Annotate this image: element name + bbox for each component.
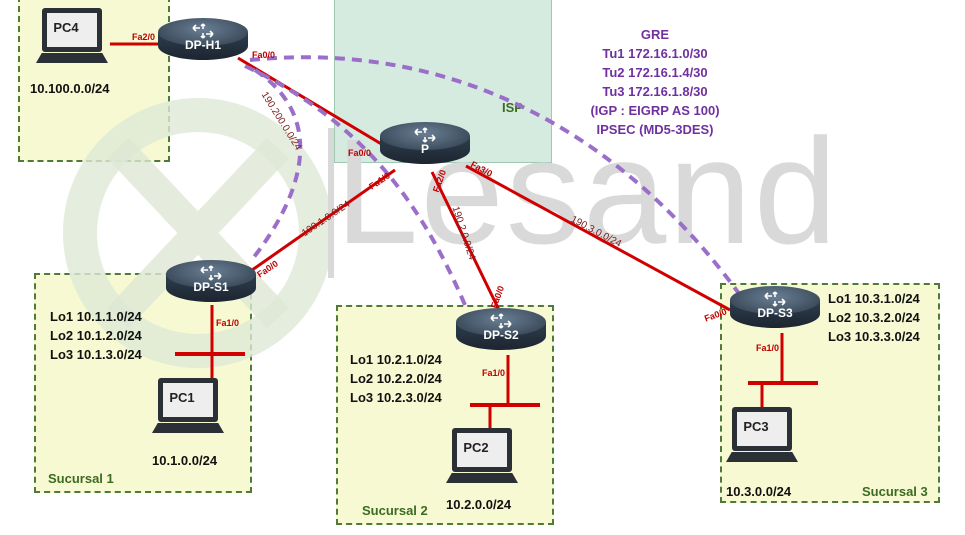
branch-label-1: Sucursal 1: [48, 471, 114, 486]
pc-screen-inner: [737, 412, 787, 446]
pc-screen: [42, 8, 102, 52]
router-top: [380, 122, 470, 150]
branch-zone-3: [720, 283, 940, 503]
tunnel-h1-s1: [248, 68, 303, 264]
pc-screen-inner: [457, 433, 507, 467]
router-arrows-icon: [414, 127, 436, 143]
branch-label-3: Sucursal 3: [862, 484, 928, 499]
network-pc3: 10.3.0.0/24: [726, 484, 792, 499]
network-pc4: 10.100.0.0/24: [30, 81, 110, 96]
router-name: DP-S3: [757, 306, 793, 320]
pc-label: PC1: [169, 390, 195, 405]
link-s3-p: [465, 164, 731, 312]
router-arrows-icon: [490, 313, 512, 329]
router-dp-h1[interactable]: DP-H1: [158, 18, 248, 74]
loopback-item: Lo3 10.3.3.0/24: [828, 329, 920, 344]
router-name: P: [420, 142, 429, 156]
pc-base: [446, 473, 518, 483]
pc2-laptop-icon[interactable]: PC2: [446, 428, 518, 498]
tunnel-h1-s2: [244, 64, 467, 306]
branch-label-2: Sucursal 2: [362, 503, 428, 518]
pc-base: [152, 423, 224, 433]
router-name: DP-S1: [193, 280, 229, 294]
router-top: [166, 260, 256, 288]
router-top: [158, 18, 248, 46]
loopbacks-s3: Lo1 10.3.1.0/24 Lo2 10.3.2.0/24 Lo3 10.3…: [828, 289, 920, 346]
router-p[interactable]: P: [380, 122, 470, 178]
pc3-laptop-icon[interactable]: PC3: [726, 407, 798, 477]
port-p-h1: Fa0/0: [348, 148, 372, 158]
loopback-item: Lo2 10.3.2.0/24: [828, 310, 920, 325]
loopbacks-s1: Lo1 10.1.1.0/24 Lo2 10.1.2.0/24 Lo3 10.1…: [50, 307, 142, 364]
lan-switch-2: [470, 403, 540, 407]
loopback-item: Lo3 10.1.3.0/24: [50, 347, 142, 362]
router-dp-s3[interactable]: DP-S3: [730, 286, 820, 342]
router-arrows-icon: [764, 291, 786, 307]
pc-screen-inner: [163, 383, 213, 417]
network-pc2: 10.2.0.0/24: [446, 497, 512, 512]
loopback-item: Lo1 10.3.1.0/24: [828, 291, 920, 306]
router-top: [730, 286, 820, 314]
pc4-laptop-icon[interactable]: PC4: [36, 8, 108, 78]
pc1-laptop-icon[interactable]: PC1: [152, 378, 224, 448]
port-h1-pc4: Fa2/0: [132, 32, 156, 42]
gre-line: Tu1 172.16.1.0/30: [602, 46, 708, 61]
loopback-item: Lo1 10.2.1.0/24: [350, 352, 442, 367]
loopbacks-s2: Lo1 10.2.1.0/24 Lo2 10.2.2.0/24 Lo3 10.2…: [350, 350, 442, 407]
pc-label: PC3: [743, 419, 769, 434]
port-s3-lan: Fa1/0: [756, 343, 780, 353]
gre-info: GRE Tu1 172.16.1.0/30 Tu2 172.16.1.4/30 …: [580, 25, 730, 139]
router-name: DP-S2: [483, 328, 519, 342]
port-s1-lan: Fa1/0: [216, 318, 240, 328]
router-top: [456, 308, 546, 336]
watermark-bar: [328, 128, 334, 278]
gre-title: GRE: [640, 27, 670, 42]
link-s2-p: [430, 171, 502, 313]
pc-base: [36, 53, 108, 63]
network-pc1: 10.1.0.0/24: [152, 453, 218, 468]
loopback-item: Lo3 10.2.3.0/24: [350, 390, 442, 405]
pc-screen: [732, 407, 792, 451]
pc-screen: [452, 428, 512, 472]
lan-switch-3: [748, 381, 818, 385]
port-h1-p: Fa0/0: [252, 50, 276, 60]
lan-switch-1: [175, 352, 245, 356]
gre-line: (IGP : EIGRP AS 100): [590, 103, 720, 118]
loopback-item: Lo1 10.1.1.0/24: [50, 309, 142, 324]
gre-line: IPSEC (MD5-3DES): [596, 122, 714, 137]
pc-screen: [158, 378, 218, 422]
router-arrows-icon: [200, 265, 222, 281]
gre-line: Tu2 172.16.1.4/30: [602, 65, 708, 80]
link-s1-p: [244, 168, 396, 277]
pc-label: PC4: [53, 20, 79, 35]
pc-screen-inner: [47, 13, 97, 47]
loopback-item: Lo2 10.2.2.0/24: [350, 371, 442, 386]
port-s2-lan: Fa1/0: [482, 368, 506, 378]
router-arrows-icon: [192, 23, 214, 39]
gre-line: Tu3 172.16.1.8/30: [602, 84, 708, 99]
router-name: DP-H1: [184, 38, 221, 52]
router-dp-s2[interactable]: DP-S2: [456, 308, 546, 364]
router-dp-s1[interactable]: DP-S1: [166, 260, 256, 316]
pc-base: [726, 452, 798, 462]
loopback-item: Lo2 10.1.2.0/24: [50, 328, 142, 343]
pc-label: PC2: [463, 440, 489, 455]
